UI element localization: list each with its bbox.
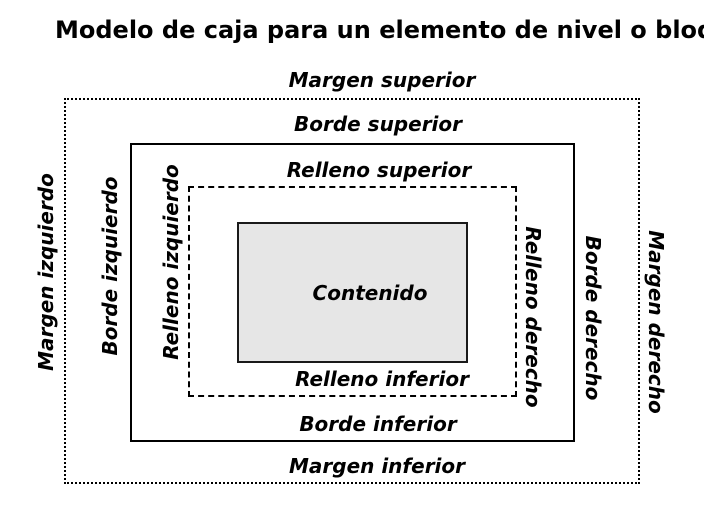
label-margin-top: Margen superior: [288, 68, 476, 92]
content-box: [237, 222, 468, 363]
label-margin-bottom: Margen inferior: [288, 454, 466, 478]
border-box-outline: [130, 143, 575, 442]
label-padding-right: Relleno derecho: [521, 226, 545, 408]
label-margin-left: Margen izquierdo: [34, 173, 58, 371]
label-padding-top: Relleno superior: [286, 158, 472, 182]
label-padding-left: Relleno izquierdo: [159, 164, 183, 360]
diagram-title: Modelo de caja para un elemento de nivel…: [55, 16, 704, 44]
margin-box-outline: [64, 98, 640, 484]
label-padding-bottom: Relleno inferior: [295, 367, 469, 391]
label-margin-right: Margen derecho: [644, 230, 668, 414]
label-content: Contenido: [312, 281, 428, 305]
label-border-right: Borde derecho: [581, 235, 605, 401]
label-border-left: Borde izquierdo: [98, 176, 122, 356]
padding-box-outline: [188, 186, 517, 397]
label-border-bottom: Borde inferior: [299, 412, 457, 436]
label-border-top: Borde superior: [293, 112, 463, 136]
